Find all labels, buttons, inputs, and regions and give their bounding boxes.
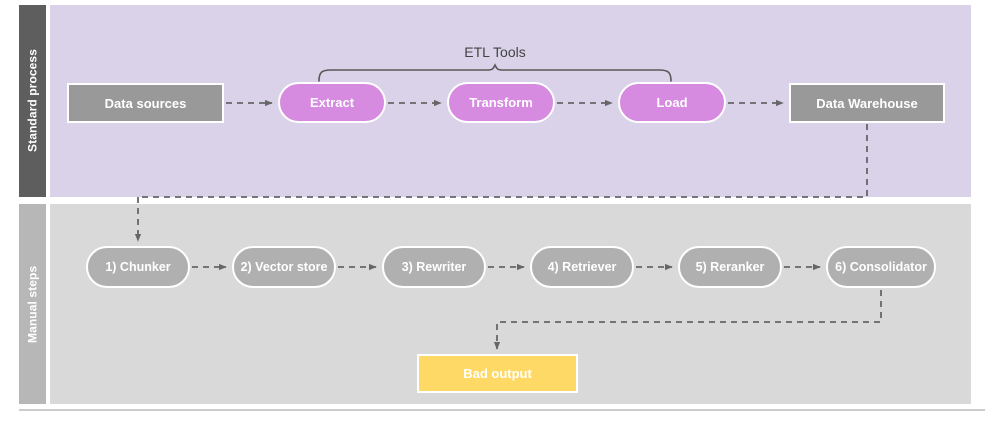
node-vector-store[interactable]: 2) Vector store: [232, 246, 336, 288]
node-retriever[interactable]: 4) Retriever: [530, 246, 634, 288]
node-extract[interactable]: Extract: [278, 82, 386, 123]
node-load[interactable]: Load: [618, 82, 726, 123]
lane-label-standard-process: Standard process: [19, 5, 46, 197]
node-data-warehouse[interactable]: Data Warehouse: [789, 83, 945, 123]
footer-divider: [19, 409, 985, 411]
node-data-sources[interactable]: Data sources: [67, 83, 224, 123]
node-bad-output[interactable]: Bad output: [417, 354, 578, 393]
node-reranker[interactable]: 5) Reranker: [678, 246, 782, 288]
node-chunker[interactable]: 1) Chunker: [86, 246, 190, 288]
node-rewriter[interactable]: 3) Rewriter: [382, 246, 486, 288]
node-transform[interactable]: Transform: [447, 82, 555, 123]
lane-label-manual-steps: Manual steps: [19, 204, 46, 404]
etl-tools-label: ETL Tools: [464, 44, 526, 60]
node-consolidator[interactable]: 6) Consolidator: [826, 246, 936, 288]
